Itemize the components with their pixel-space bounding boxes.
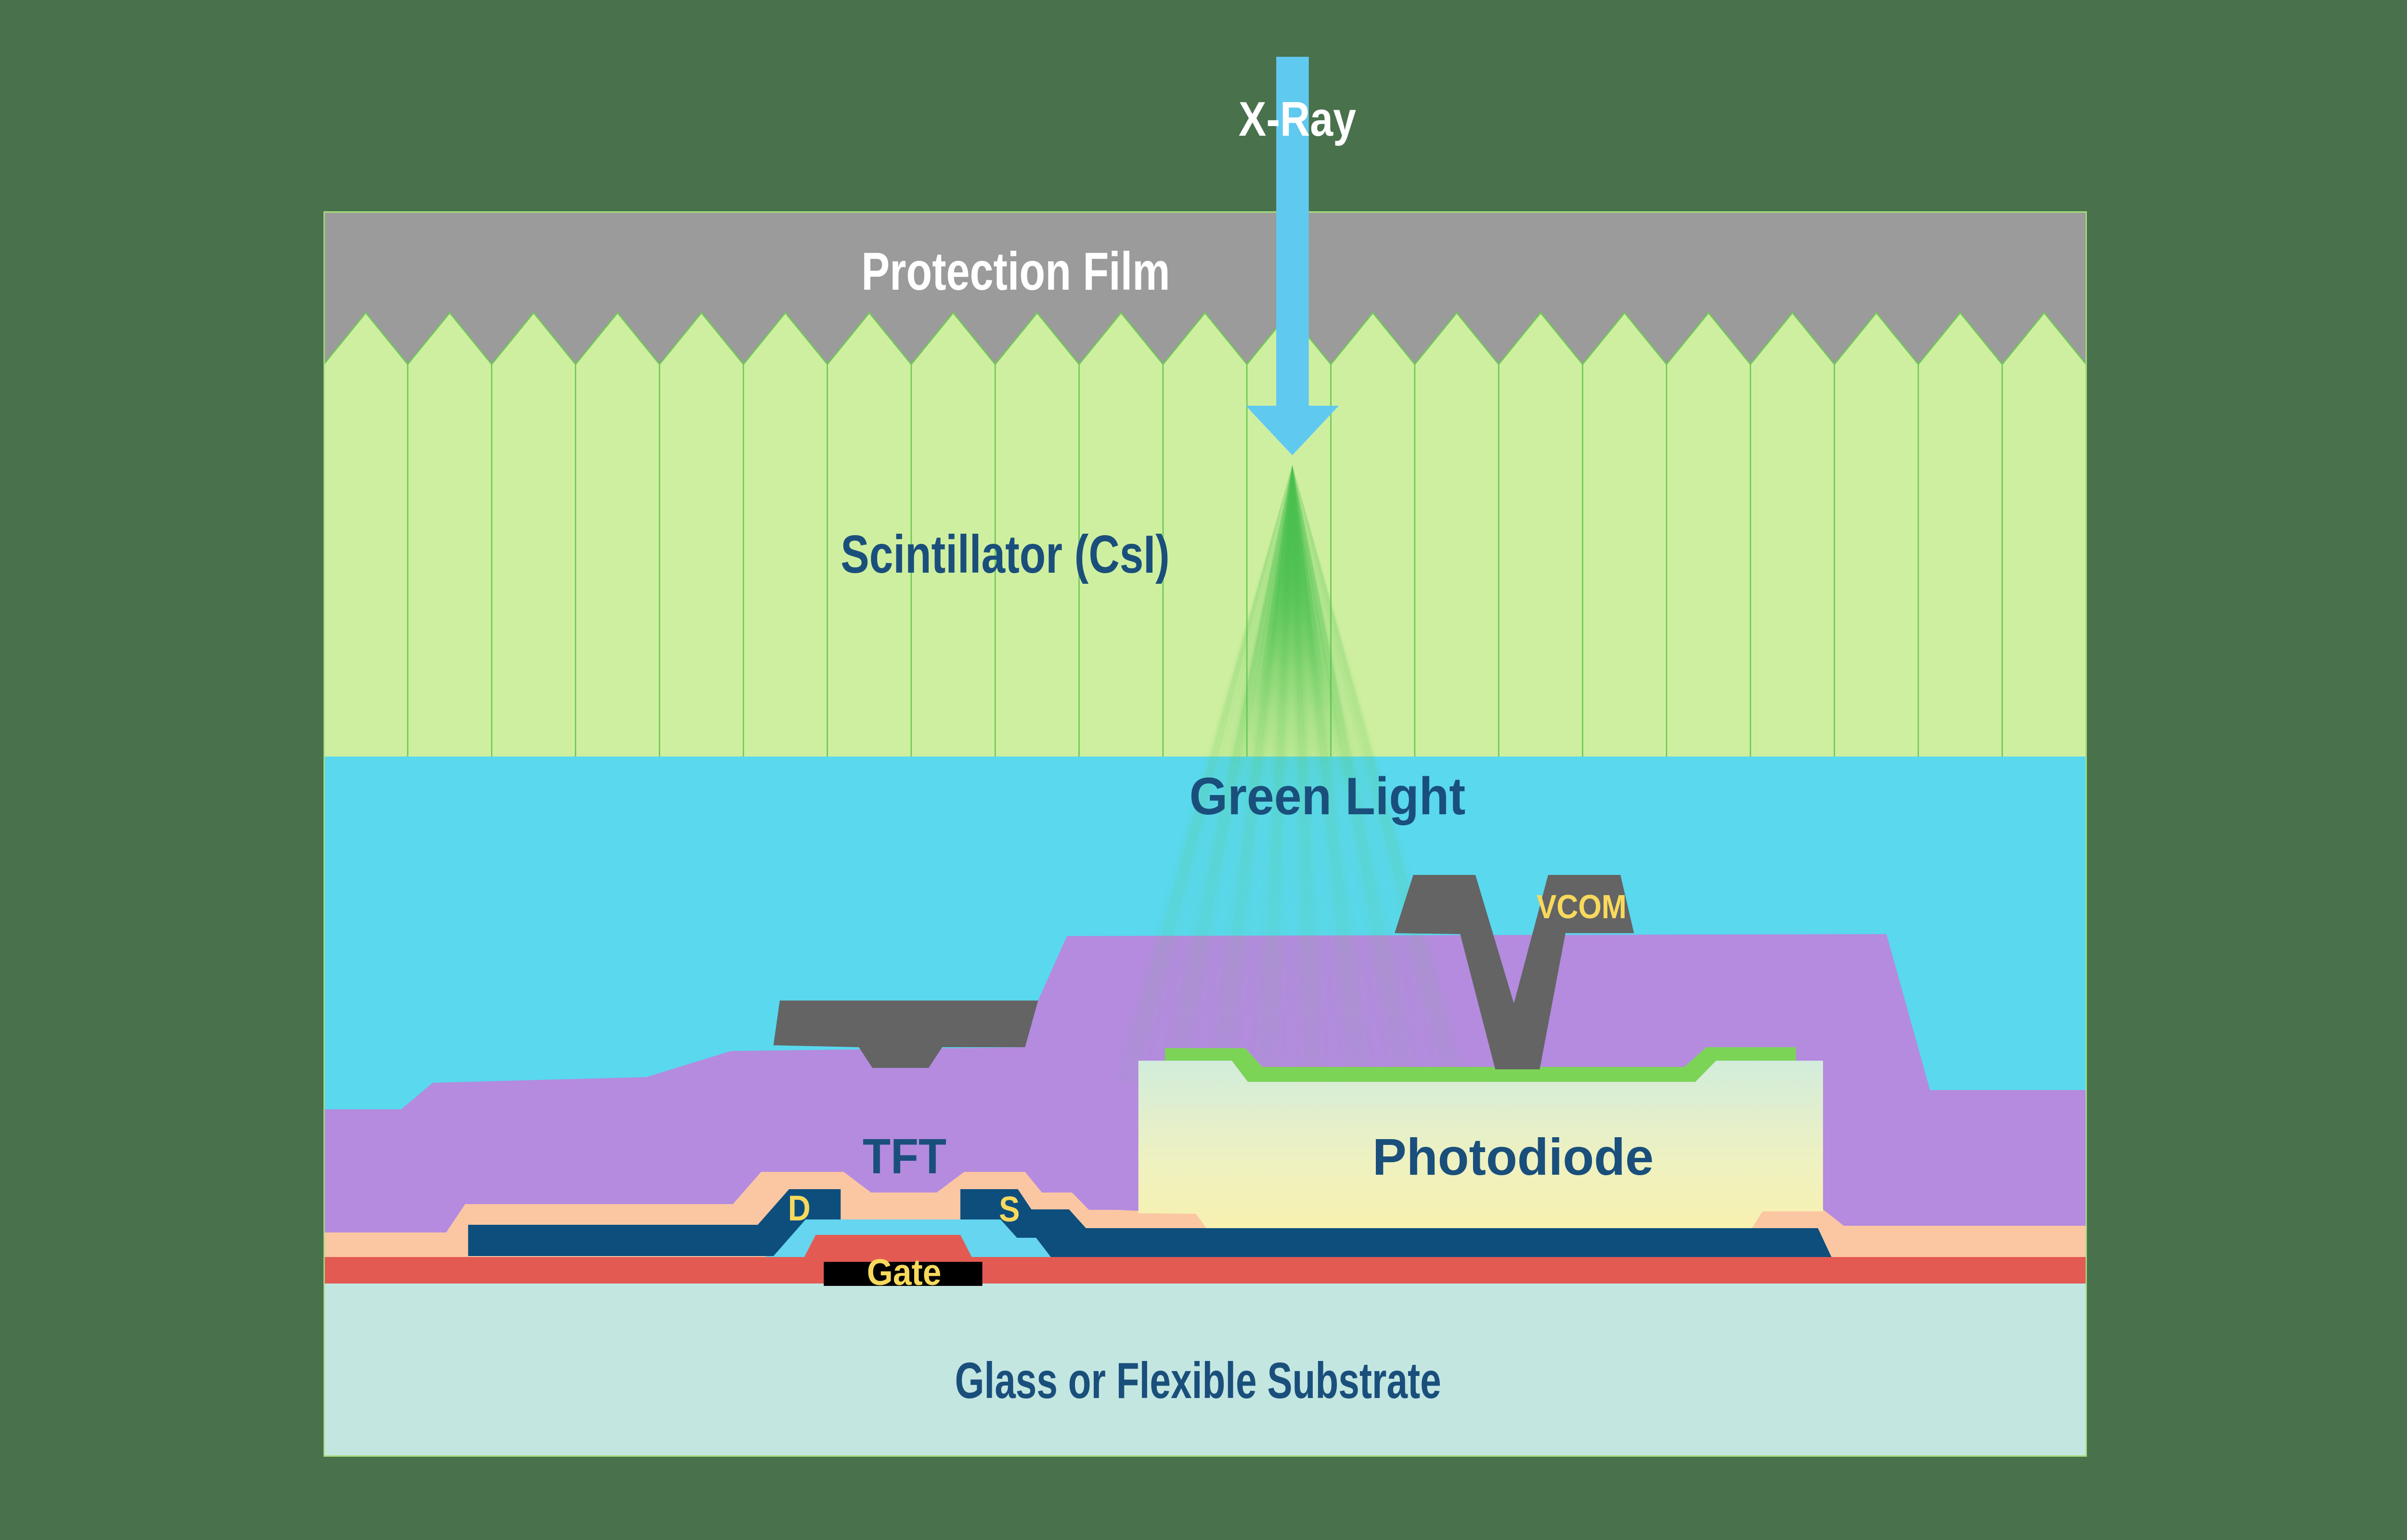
svg-text:Scintillator (CsI): Scintillator (CsI): [841, 525, 1169, 584]
svg-text:VCOM: VCOM: [1537, 887, 1627, 925]
svg-text:Photodiode: Photodiode: [1372, 1128, 1654, 1186]
svg-text:D: D: [788, 1188, 811, 1228]
svg-text:X-Ray: X-Ray: [1239, 92, 1356, 147]
svg-text:Protection Film: Protection Film: [861, 242, 1170, 301]
svg-text:Green Light: Green Light: [1190, 766, 1466, 825]
svg-text:S: S: [999, 1189, 1020, 1229]
svg-text:Glass or Flexible Substrate: Glass or Flexible Substrate: [955, 1352, 1441, 1409]
svg-text:TFT: TFT: [863, 1129, 946, 1184]
svg-text:Gate: Gate: [867, 1252, 942, 1293]
